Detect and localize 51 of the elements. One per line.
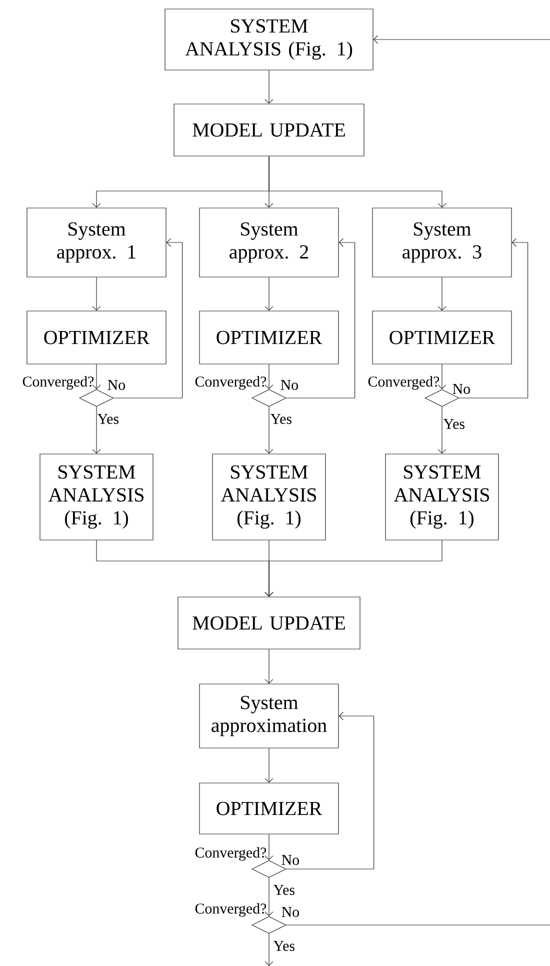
process-box: System approx. 1 (26, 208, 166, 278)
arrow (264, 364, 274, 390)
edge-label: No (108, 380, 125, 390)
arrow (438, 277, 446, 311)
arrow (438, 406, 446, 454)
process-box: System approximation (199, 684, 339, 748)
edge-label: Yes (273, 885, 294, 895)
process-box: MODEL UPDATE (178, 596, 360, 650)
process-box: OPTIMIZER (199, 310, 339, 364)
question-label: Converged? (195, 847, 266, 861)
arrow (264, 70, 274, 104)
arrow (264, 934, 274, 966)
arrow (264, 540, 442, 597)
question-label: Converged? (368, 376, 440, 390)
arrow (92, 277, 101, 311)
arrow (286, 238, 356, 398)
arrow (114, 238, 183, 398)
edge-label: Yes (273, 941, 294, 951)
arrow (373, 35, 550, 44)
arrow (459, 238, 528, 398)
arrow (264, 277, 274, 311)
process-box: System approx. 3 (372, 208, 512, 278)
arrow (286, 712, 374, 870)
process-box: SYSTEM ANALYSIS (Fig. 1) (164, 8, 374, 70)
arrow (438, 364, 446, 390)
question-label: Converged? (195, 376, 266, 390)
process-box: OPTIMIZER (372, 310, 512, 364)
edge-label: No (282, 855, 299, 865)
process-box: SYSTEM ANALYSIS (Fig. 1) (40, 454, 154, 540)
arrow (264, 649, 274, 684)
edge-label: Yes (270, 414, 292, 424)
process-box: SYSTEM ANALYSIS (Fig. 1) (385, 454, 499, 540)
edge-label: Yes (97, 414, 118, 424)
process-box: SYSTEM ANALYSIS (Fig. 1) (212, 454, 326, 540)
arrow (268, 156, 446, 208)
edge-label: No (280, 380, 298, 390)
edge-label: No (452, 384, 470, 394)
arrow (92, 364, 101, 390)
process-box: OPTIMIZER (26, 310, 166, 364)
arrow (264, 834, 274, 860)
arrow (264, 878, 274, 916)
question-label: Converged? (22, 376, 94, 390)
process-box: OPTIMIZER (199, 782, 339, 834)
process-box: MODEL UPDATE (174, 104, 364, 156)
question-label: Converged? (195, 903, 266, 917)
arrow (264, 406, 274, 454)
arrow (92, 406, 101, 454)
edge-label: Yes (443, 419, 464, 429)
arrow (264, 748, 274, 783)
process-box: System approx. 2 (199, 208, 339, 278)
edge-label: No (282, 907, 299, 917)
